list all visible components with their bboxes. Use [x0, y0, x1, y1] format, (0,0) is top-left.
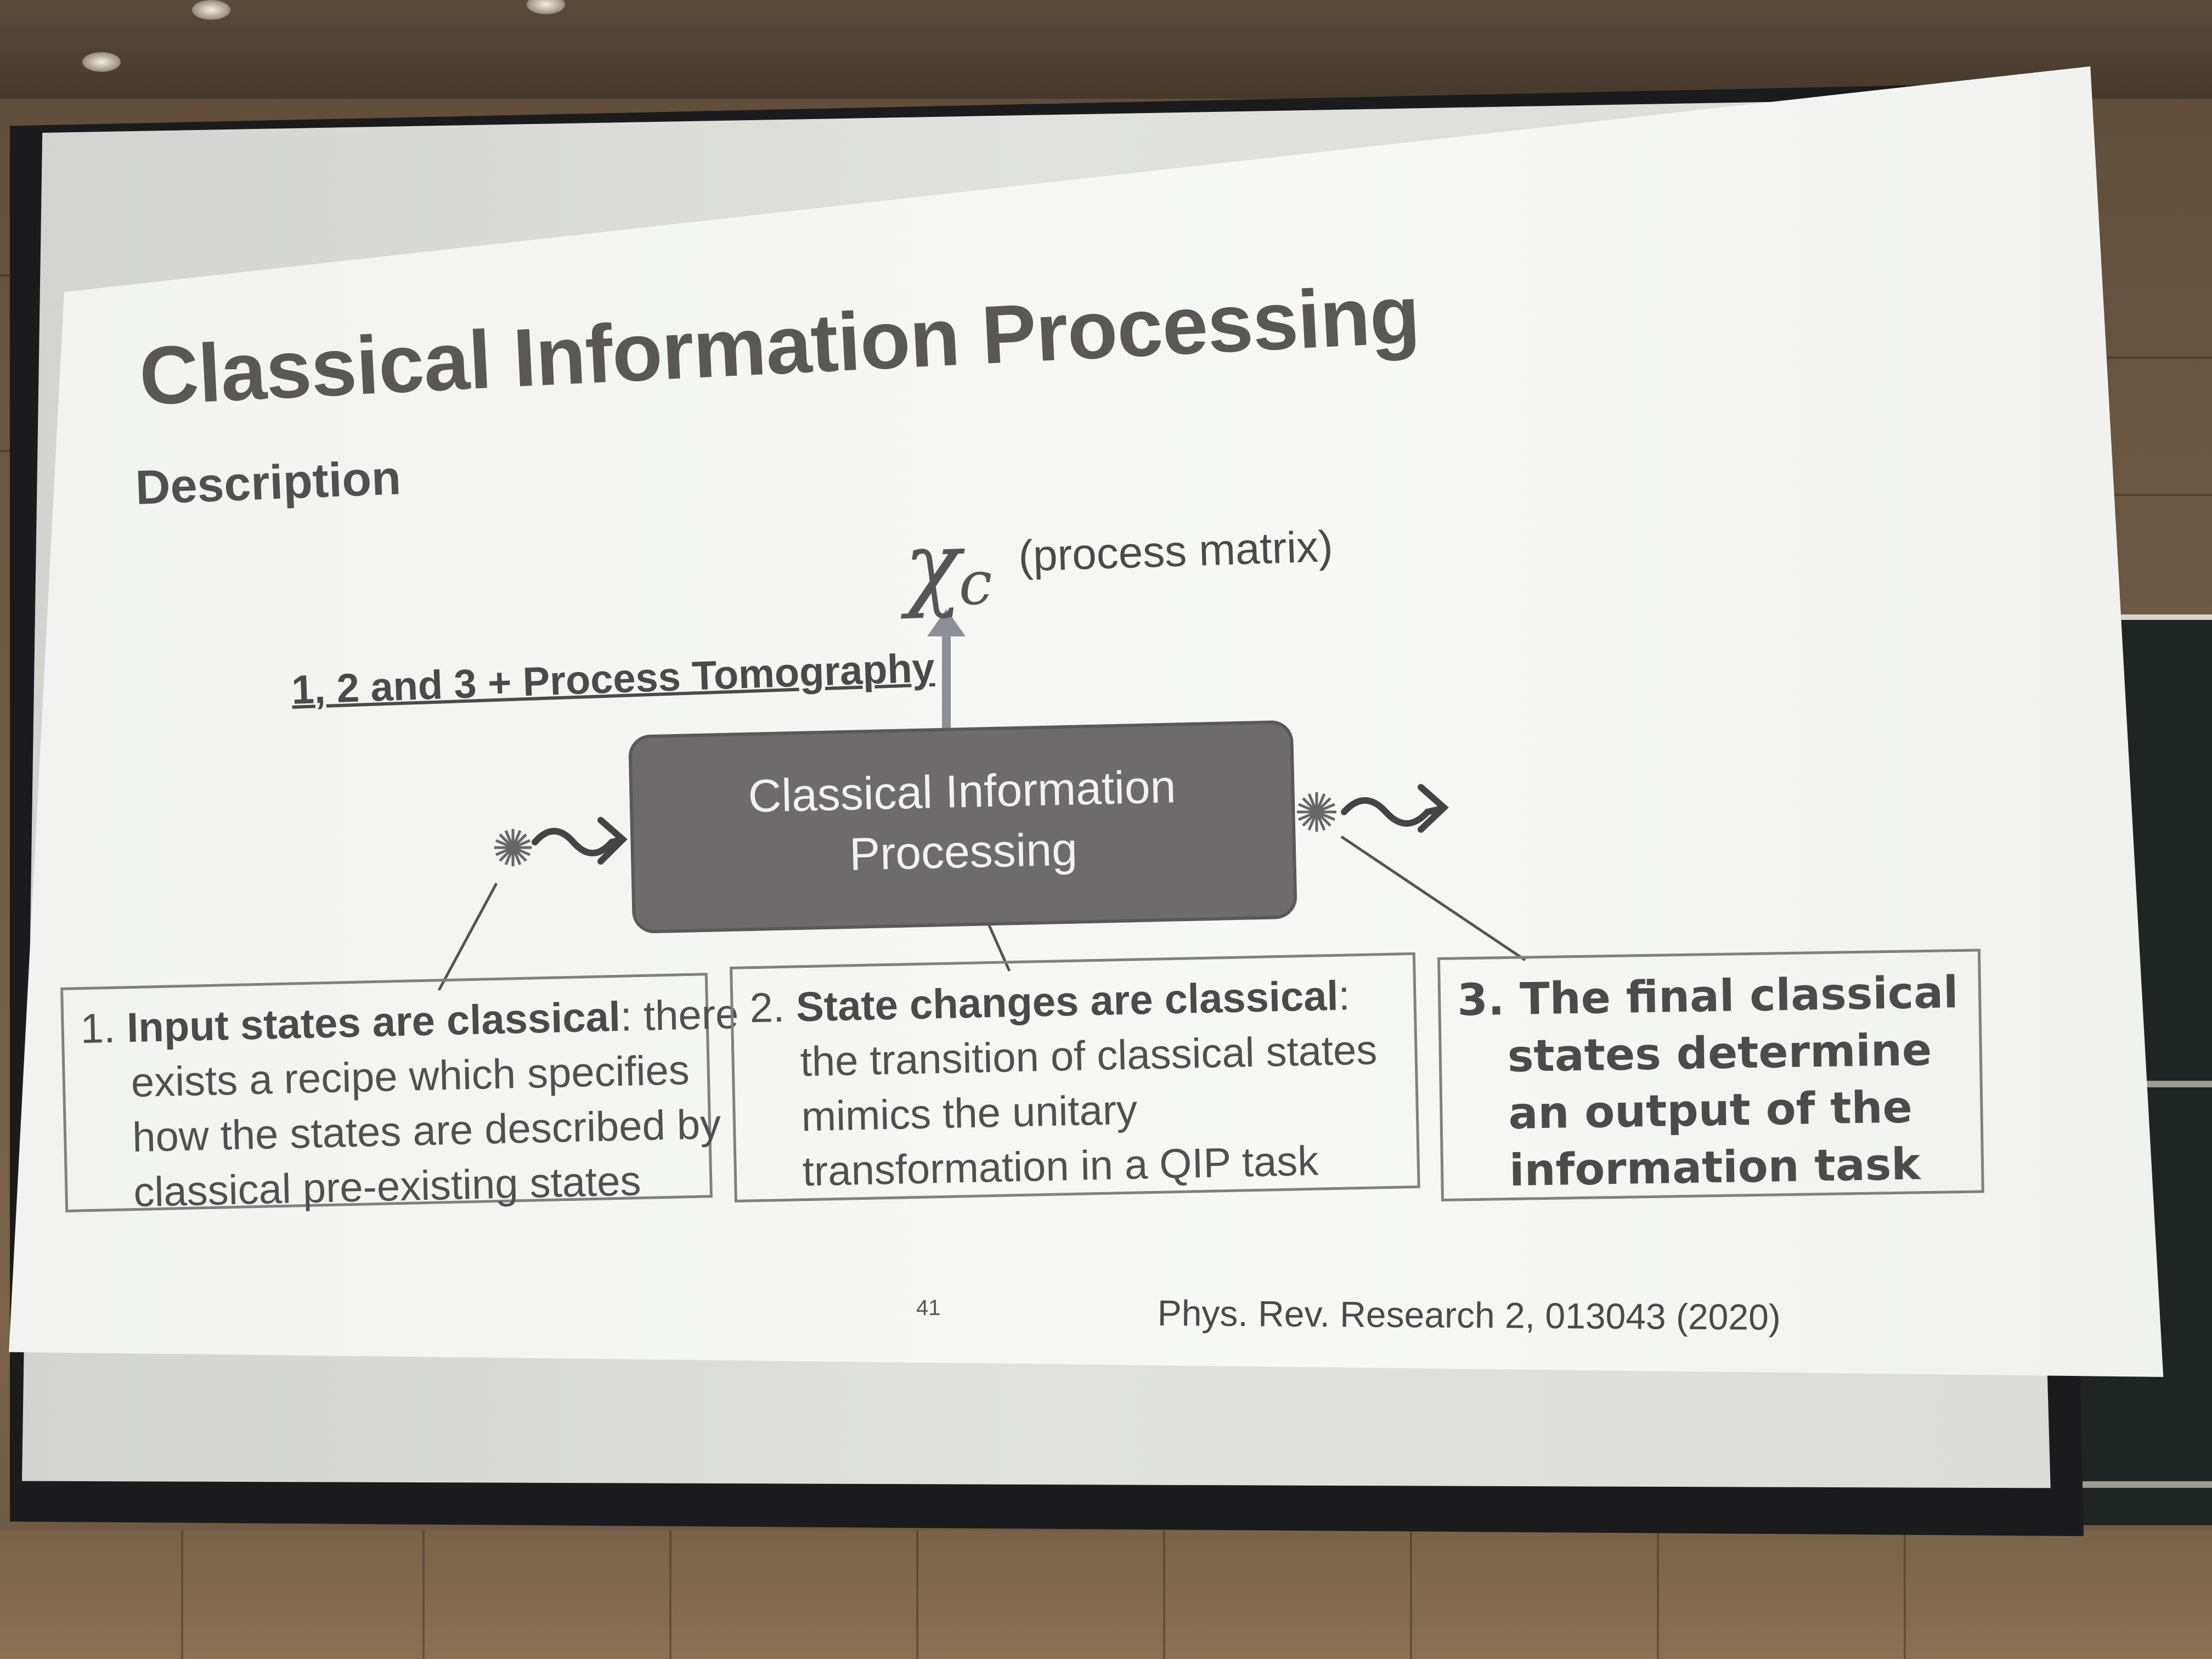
condition-heading: State changes are classical	[795, 972, 1339, 1031]
condition-box-state-changes: 2. State changes are classical: the tran…	[730, 952, 1420, 1203]
wood-slat	[422, 1531, 425, 1659]
ceiling-light	[82, 52, 121, 72]
wood-slat	[1904, 1531, 1906, 1659]
condition-line: states determine	[1507, 1024, 1932, 1082]
condition-box-final-states: 3. The final classical states determine …	[1437, 949, 1984, 1201]
chi-symbol: χ	[902, 511, 963, 622]
ceiling	[0, 0, 2212, 99]
condition-box-text: 3. The final classical states determine …	[1457, 964, 1961, 1200]
condition-number: 2.	[749, 984, 785, 1032]
condition-number: 3.	[1457, 974, 1505, 1026]
chi-subscript: c	[957, 547, 994, 619]
wall-panel-seam	[2074, 494, 2212, 496]
lower-wood-panel	[0, 1531, 2212, 1659]
condition-line: The final classical	[1519, 967, 1959, 1025]
condition-heading-rest: : there	[619, 990, 740, 1040]
page-number: 41	[916, 1296, 941, 1320]
condition-line: an output of the	[1508, 1081, 1913, 1139]
condition-heading-rest: :	[1338, 972, 1351, 1019]
ceiling-light	[192, 0, 230, 20]
wood-slat	[669, 1531, 672, 1659]
ceiling-light	[527, 0, 565, 14]
process-matrix-label: (process matrix)	[1018, 521, 1334, 580]
wood-slat	[1163, 1531, 1165, 1659]
condition-number: 1.	[80, 1005, 116, 1053]
wood-slat	[916, 1531, 918, 1659]
wood-slat	[1410, 1531, 1412, 1659]
classical-processing-box: Classical Information Processing	[628, 720, 1297, 934]
condition-box-text: 1. Input states are classical: there exi…	[80, 987, 743, 1221]
wood-slat	[1657, 1531, 1659, 1659]
condition-heading: Input states are classical	[126, 993, 621, 1052]
condition-box-input-states: 1. Input states are classical: there exi…	[60, 973, 739, 1216]
wood-slat	[181, 1531, 183, 1659]
classical-processing-box-text: Classical Information Processing	[632, 754, 1293, 889]
condition-box-text: 2. State changes are classical: the tran…	[749, 968, 1380, 1200]
citation: Phys. Rev. Research 2, 013043 (2020)	[1157, 1293, 1781, 1338]
wall-panel-seam	[2074, 357, 2212, 359]
slide-subtitle: Description	[134, 450, 402, 515]
condition-line: information task	[1509, 1138, 1921, 1196]
